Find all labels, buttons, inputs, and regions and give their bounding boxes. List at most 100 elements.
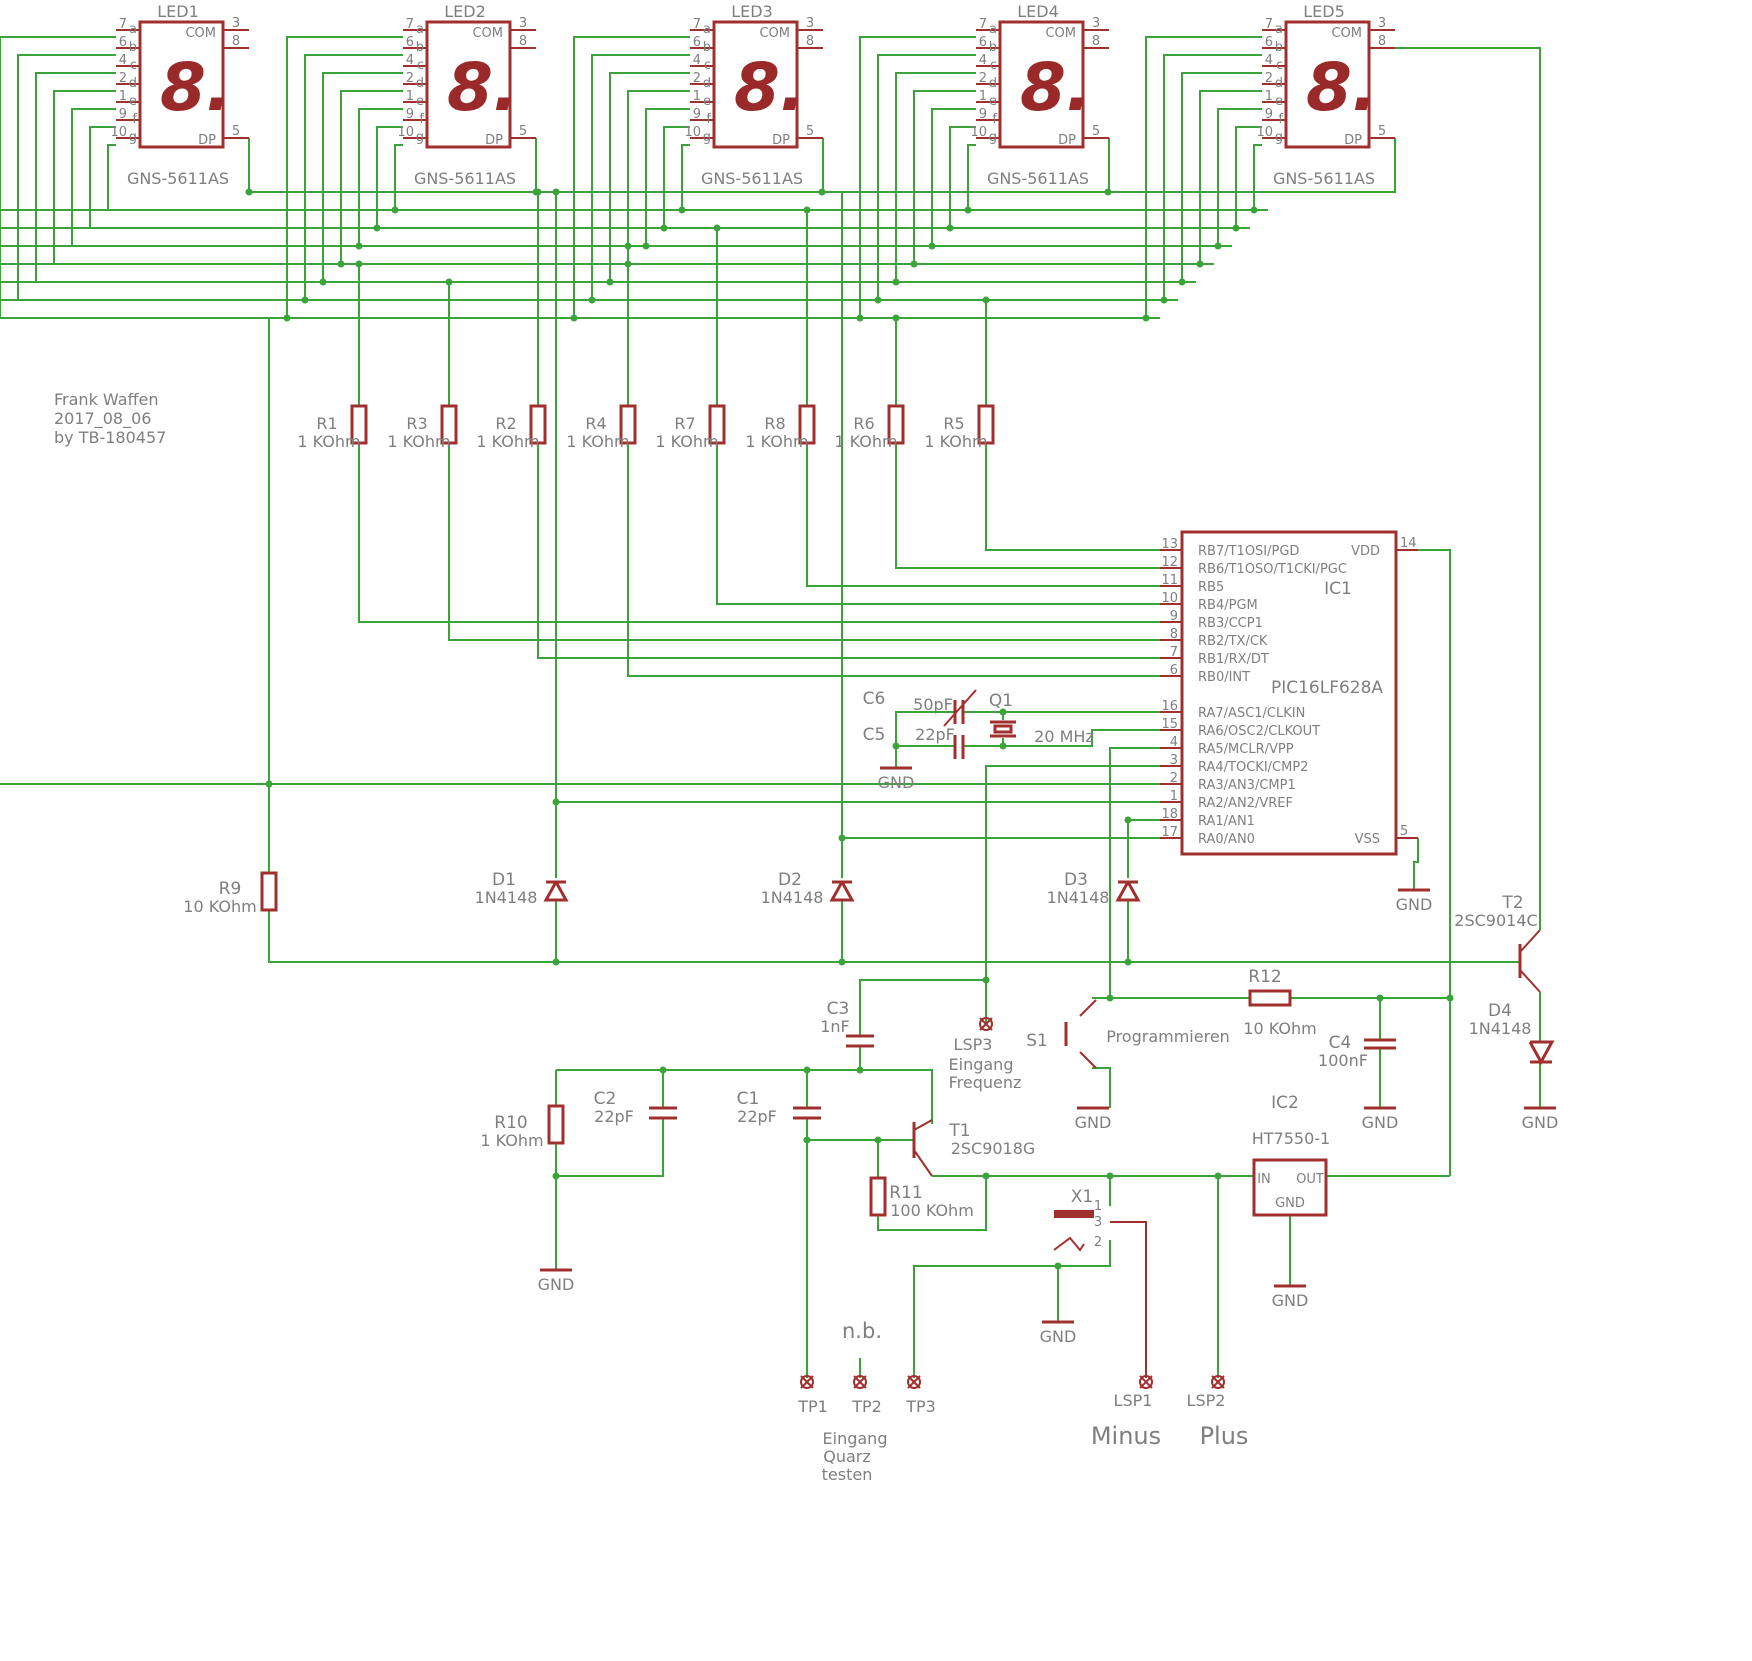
- junction-dot: [1376, 994, 1384, 1002]
- ic1-pin-label: RB1/RX/DT: [1198, 652, 1269, 667]
- junction-dot: [874, 296, 882, 304]
- r5-to-rb7: [985, 443, 1180, 551]
- segment-wire: [376, 126, 403, 228]
- junction-dot: [838, 834, 846, 842]
- resistor-name: R4: [585, 414, 606, 433]
- testpoint-lsp1-x: [1139, 1375, 1153, 1389]
- r12-name: R12: [1248, 967, 1281, 987]
- r4-to-rb0: [627, 443, 1180, 677]
- ic1-pin-label: RB5: [1198, 580, 1224, 595]
- t2-value: 2SC9014C: [1454, 911, 1537, 930]
- led-pin-number: 5: [232, 124, 240, 139]
- junction-dot: [1178, 278, 1186, 286]
- transistor-t1-emitter: [913, 1149, 933, 1177]
- transistor-t2-emitter: [1519, 969, 1541, 993]
- led-pin-number: 1: [1265, 89, 1273, 104]
- resistor-name: R3: [406, 414, 427, 433]
- input-top: [556, 1069, 933, 1124]
- junctions: [245, 188, 1454, 1270]
- ic2-type: HT7550-1: [1252, 1129, 1330, 1148]
- junction-dot: [552, 188, 560, 196]
- junction-dot: [1104, 188, 1112, 196]
- junction-dot: [319, 278, 327, 286]
- resistor-R4: [619, 404, 637, 445]
- r1-to-rb3: [358, 443, 1180, 623]
- led-pin-number: 2: [406, 71, 414, 86]
- segment-wire: [17, 54, 116, 300]
- resistor-R7: [708, 404, 726, 445]
- resistor-name: R7: [674, 414, 695, 433]
- plus-label: Plus: [1200, 1422, 1249, 1450]
- junction-dot: [1196, 260, 1204, 268]
- ic1-pin-label: RA6/OSC2/CLKOUT: [1198, 724, 1320, 739]
- segment-wire: [286, 36, 403, 318]
- junction-dot: [355, 242, 363, 250]
- junction-dot: [818, 188, 826, 196]
- junction-dot: [355, 260, 363, 268]
- crystal-q1: [993, 724, 1013, 734]
- segment-wire: [931, 108, 976, 246]
- tp2-label: TP2: [851, 1397, 882, 1416]
- transistor-t2-collector: [1519, 929, 1541, 953]
- junction-dot: [1054, 1262, 1062, 1270]
- junction-dot: [624, 260, 632, 268]
- ic1-vdd-label: VDD: [1351, 544, 1380, 559]
- author-date: 2017_08_06: [54, 409, 151, 429]
- led-type: GNS-5611AS: [987, 169, 1089, 188]
- segment-wire: [35, 72, 116, 282]
- junction-dot: [946, 224, 954, 232]
- junction-dot: [1106, 994, 1114, 1002]
- ic1-pin-number: 14: [1400, 536, 1417, 551]
- testpoint-lsp3-x: [979, 1017, 993, 1031]
- led-pin-segment: b: [129, 40, 137, 55]
- s1-contact: [1079, 1051, 1097, 1069]
- gnd-label: GND: [1362, 1113, 1399, 1132]
- led-pin-segment: a: [1275, 22, 1283, 37]
- c6-value: 50pF: [913, 695, 953, 714]
- segment-wire: [1217, 108, 1262, 246]
- led-pin-segment: e: [1275, 94, 1283, 109]
- led-pin-number: 9: [693, 107, 701, 122]
- junction-dot: [874, 1136, 882, 1144]
- segment-wire: [681, 144, 690, 210]
- resistor-R3: [440, 404, 458, 445]
- led-pin-segment: f: [992, 112, 997, 127]
- diode-value: 1N4148: [1047, 888, 1110, 907]
- led-com-label: COM: [185, 26, 216, 41]
- r11-value: 100 KOhm: [890, 1201, 974, 1220]
- ic1-pin-label: RB4/PGM: [1198, 598, 1258, 613]
- ic1-pin-label: RB0/INT: [1198, 670, 1250, 685]
- s1-name: S1: [1026, 1031, 1048, 1051]
- junction-dot: [534, 188, 542, 196]
- segment-wire: [663, 126, 690, 228]
- ic2-in-label: IN: [1257, 1172, 1271, 1187]
- junction-dot: [892, 278, 900, 286]
- testpoint-tp1-x: [800, 1375, 814, 1389]
- led-pin-number: 10: [1256, 125, 1273, 140]
- junction-dot: [892, 742, 900, 750]
- junction-dot: [928, 242, 936, 250]
- resistor-value: 1 KOhm: [566, 432, 629, 451]
- led-pin-number: 3: [806, 16, 814, 31]
- lsp1-label: LSP1: [1114, 1391, 1153, 1410]
- segment-wire: [322, 72, 403, 282]
- junction-dot: [803, 1136, 811, 1144]
- lsp3-name: LSP3: [954, 1035, 993, 1054]
- led-pin-number: 7: [693, 17, 701, 32]
- led-pin-number: 10: [970, 125, 987, 140]
- led-pin-number: 10: [684, 125, 701, 140]
- junction-dot: [552, 798, 560, 806]
- segment-wire: [627, 90, 690, 264]
- resistor-r9: [260, 871, 278, 912]
- led-display-4: 8.: [998, 20, 1091, 149]
- lsp3-line2: Frequenz: [949, 1073, 1022, 1092]
- testpoint-lsp1: [1139, 1375, 1153, 1389]
- ra4-wire: [985, 765, 1160, 1016]
- junction-dot: [606, 278, 614, 286]
- gnd-label: GND: [1396, 895, 1433, 914]
- ic1-pin-number: 13: [1161, 537, 1178, 552]
- led-pin-segment: g: [129, 130, 137, 145]
- ic1-type: PIC16LF628A: [1271, 678, 1383, 698]
- x1-pin-number: 1: [1094, 1199, 1102, 1214]
